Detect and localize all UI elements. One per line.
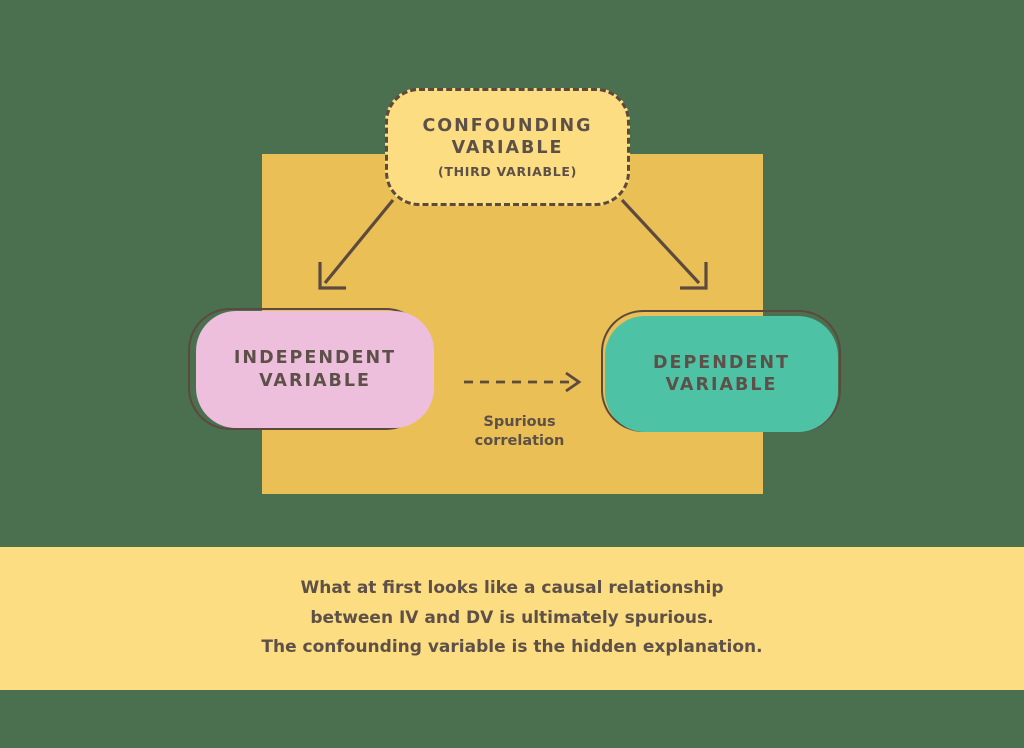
node-confounding-title: CONFOUNDING VARIABLE: [388, 115, 627, 160]
caption-band: [0, 547, 1024, 690]
node-confounding-variable[interactable]: CONFOUNDING VARIABLE (THIRD VARIABLE): [385, 88, 630, 206]
node-independent-title-line1: INDEPENDENT: [233, 348, 397, 369]
node-dependent-title: DEPENDENT VARIABLE: [605, 352, 838, 397]
caption-line3: The confounding variable is the hidden e…: [261, 637, 763, 658]
node-confounding-subtitle: (THIRD VARIABLE): [437, 164, 578, 180]
spurious-label-line1: Spurious: [483, 414, 556, 430]
spurious-label-line2: correlation: [474, 433, 565, 450]
node-confounding-title-line2: VARIABLE: [451, 138, 564, 158]
node-independent-title: INDEPENDENT VARIABLE: [196, 347, 434, 392]
edge-label-spurious-correlation: Spurious correlation: [437, 413, 602, 451]
caption-text: What at first looks like a causal relati…: [0, 547, 1024, 690]
node-dependent-title-line1: DEPENDENT: [653, 352, 790, 373]
node-dependent-variable[interactable]: DEPENDENT VARIABLE: [605, 316, 838, 432]
node-independent-variable[interactable]: INDEPENDENT VARIABLE: [196, 311, 434, 428]
node-independent-title-line2: VARIABLE: [259, 370, 371, 391]
node-confounding-title-line1: CONFOUNDING: [422, 115, 593, 136]
caption-line1: What at first looks like a causal relati…: [300, 577, 724, 598]
caption-line2: between IV and DV is ultimately spurious…: [310, 607, 714, 628]
node-dependent-title-line2: VARIABLE: [665, 375, 778, 395]
